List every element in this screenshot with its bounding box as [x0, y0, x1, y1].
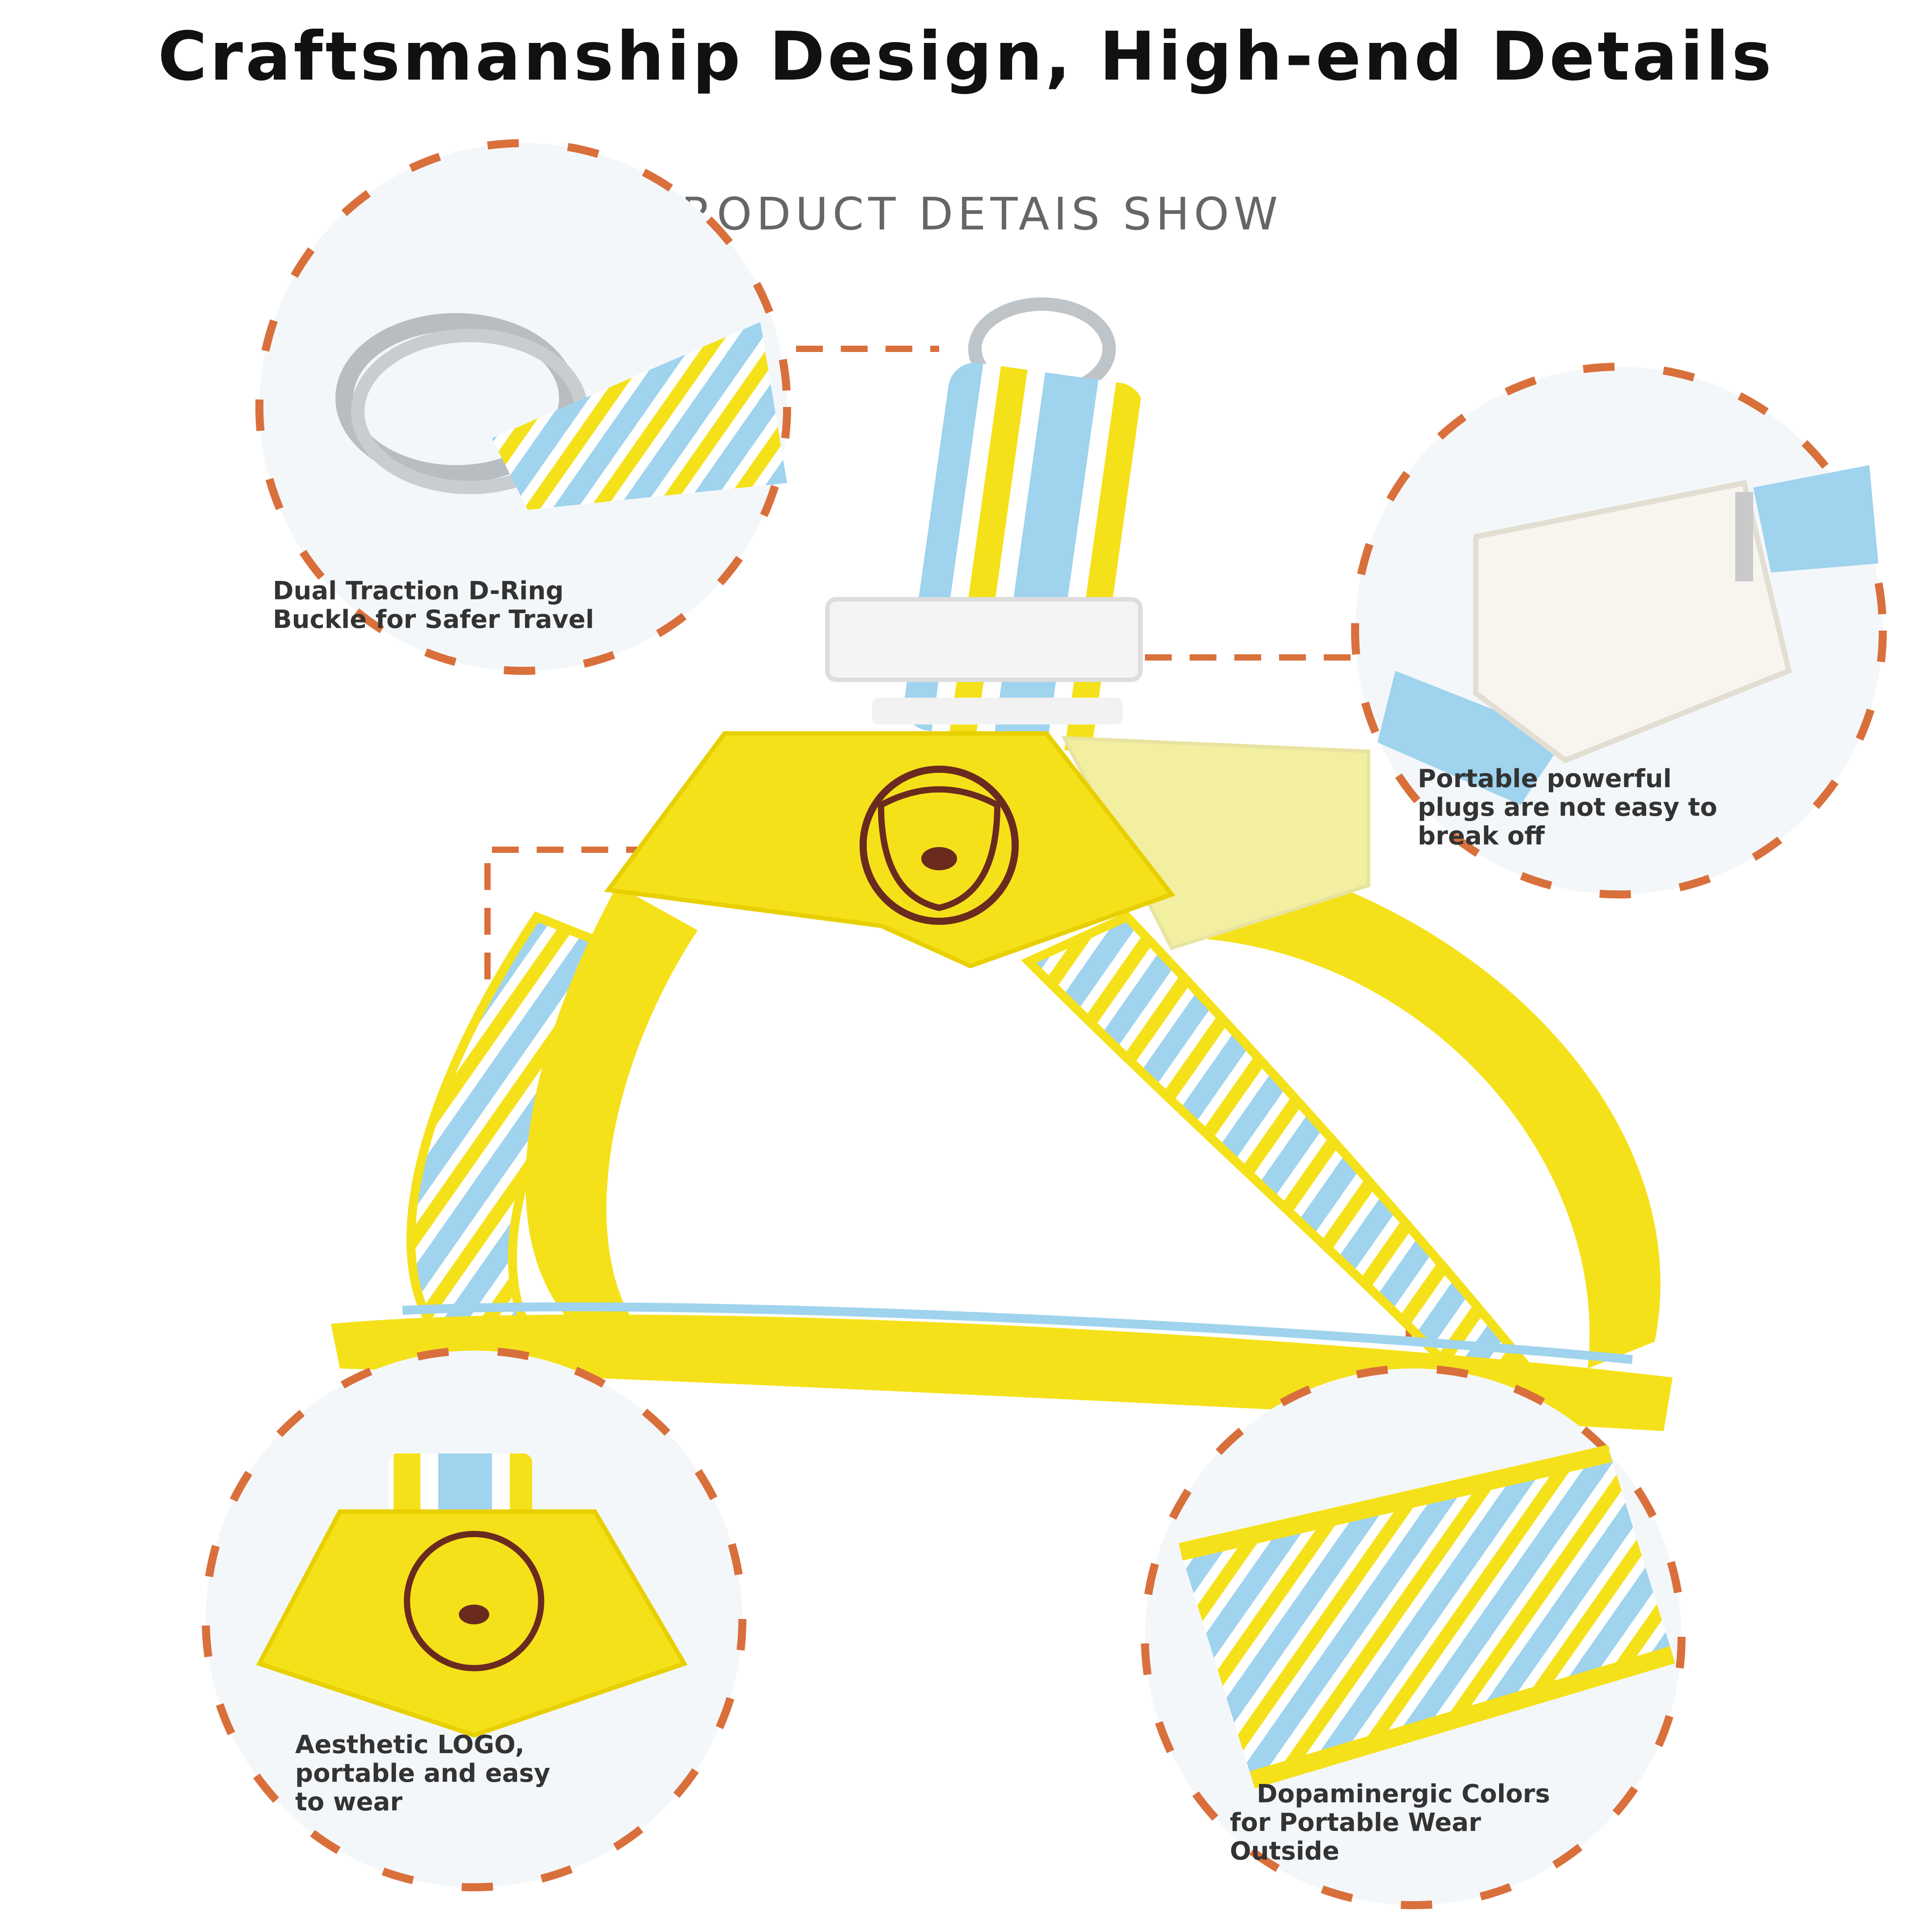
caption-line: plugs are not easy to	[1418, 793, 1717, 822]
webbing-closeup-circle	[1141, 1364, 1686, 1909]
caption-logo: Aesthetic LOGO, portable and easy to wea…	[295, 1731, 550, 1817]
caption-line: Buckle for Safer Travel	[273, 605, 594, 634]
caption-colors: Dopaminergic Colors for Portable Wear Ou…	[1230, 1780, 1550, 1866]
caption-line: for Portable Wear	[1230, 1808, 1481, 1837]
caption-line: portable and easy	[295, 1759, 551, 1788]
buckle-closeup-circle	[1351, 363, 1887, 898]
caption-plug: Portable powerful plugs are not easy to …	[1418, 765, 1717, 851]
caption-line: Outside	[1230, 1837, 1339, 1866]
caption-line: to wear	[295, 1788, 402, 1817]
caption-line: break off	[1418, 822, 1545, 851]
caption-line: Aesthetic LOGO,	[295, 1730, 525, 1759]
caption-d-ring: Dual Traction D-Ring Buckle for Safer Tr…	[273, 577, 594, 634]
harness-body	[331, 297, 1673, 1431]
caption-line: Portable powerful	[1418, 764, 1672, 793]
logo-closeup-circle	[202, 1347, 746, 1891]
section-subtitle: PRODUCT DETAIS SHOW	[649, 188, 1283, 240]
page-title: Craftsmanship Design, High-end Details	[158, 18, 1774, 96]
d-ring-closeup-circle	[255, 139, 791, 675]
caption-line: Dual Traction D-Ring	[273, 576, 564, 606]
caption-line: Dopaminergic Colors	[1257, 1779, 1551, 1809]
